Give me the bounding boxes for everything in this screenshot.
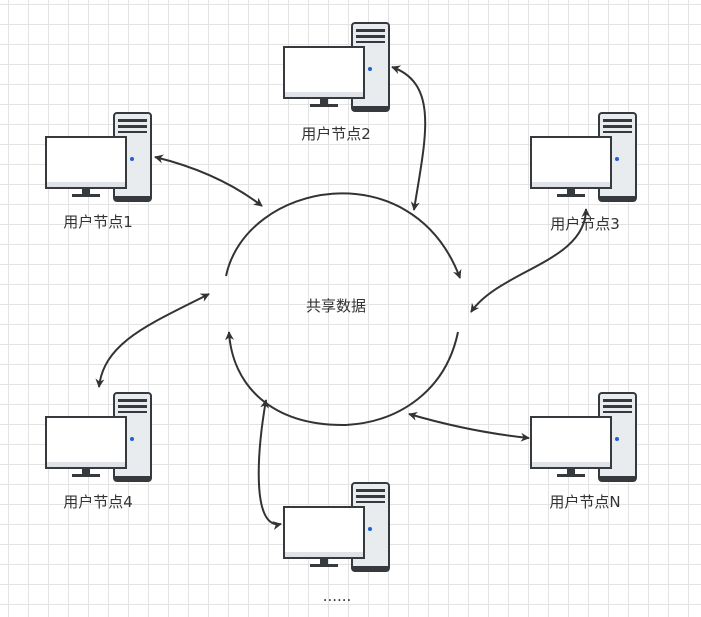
link-node-3 bbox=[470, 208, 591, 313]
computer-node-1: 用户节点1 bbox=[45, 112, 152, 231]
cycle-arc-top bbox=[225, 192, 462, 279]
node-label: 用户节点2 bbox=[301, 125, 371, 143]
computer-icon bbox=[530, 392, 637, 482]
center-label: 共享数据 bbox=[306, 297, 366, 315]
node-label: ...... bbox=[323, 587, 352, 605]
computer-icon bbox=[283, 22, 390, 112]
computer-icon bbox=[530, 112, 637, 202]
computer-node-3: 用户节点3 bbox=[530, 112, 637, 233]
cycle-arc-bottom bbox=[224, 331, 347, 427]
computer-icon bbox=[45, 112, 152, 202]
computer-node-more: ...... bbox=[283, 482, 390, 605]
node-label: 用户节点3 bbox=[550, 215, 620, 233]
shared-data-cycle bbox=[224, 192, 462, 427]
computer-node-2: 用户节点2 bbox=[283, 22, 390, 143]
link-node-more bbox=[257, 399, 282, 530]
node-label: 用户节点N bbox=[549, 493, 620, 511]
computer-icon bbox=[283, 482, 390, 572]
cycle-arc-right bbox=[345, 331, 459, 426]
node-label: 用户节点1 bbox=[63, 213, 133, 231]
connections bbox=[95, 65, 591, 530]
link-node-2 bbox=[391, 65, 427, 211]
link-node-n bbox=[408, 411, 530, 442]
link-node-1 bbox=[154, 154, 263, 207]
computer-icon bbox=[45, 392, 152, 482]
link-node-4 bbox=[95, 293, 210, 388]
node-label: 用户节点4 bbox=[63, 493, 133, 511]
computer-node-4: 用户节点4 bbox=[45, 392, 152, 511]
computer-node-n: 用户节点N bbox=[530, 392, 637, 511]
